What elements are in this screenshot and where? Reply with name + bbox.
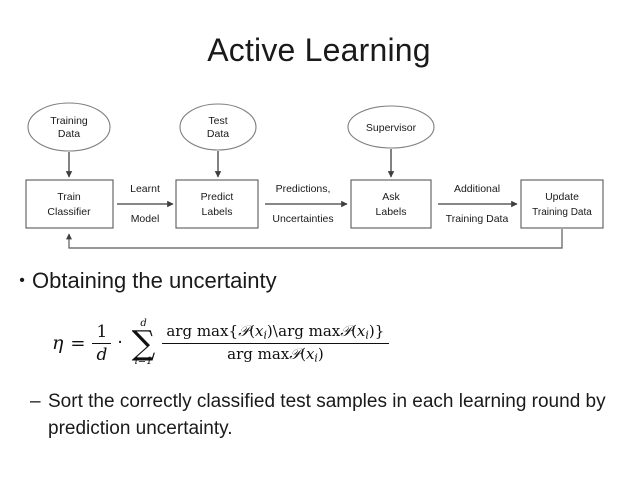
formula-summation: d ∑ i=1 [131,317,156,368]
formula-denominator: arg max𝒫(xi) [223,344,328,365]
formula-close-paren-1: ) [266,321,273,340]
formula-eta: η [52,332,64,354]
edge-label-additional-training: Training Data [446,213,509,225]
test-data-label-2: Data [207,128,229,140]
supervisor-label: Supervisor [366,122,417,134]
uncertainty-formula: η = 1 d · d ∑ i=1 arg max{𝒫(xi)\arg max𝒫… [52,312,389,374]
edge-feedback-loop [66,229,563,249]
formula-fraction-bar-main [162,342,389,344]
formula-close-paren-2: ) [368,321,375,340]
sub-bullet-text: Sort the correctly classified test sampl… [48,391,606,439]
bullet-text: Obtaining the uncertainty [32,268,277,293]
train-classifier-label-1: Train [57,191,81,203]
formula-equals: = [70,332,86,354]
ask-labels-label-2: Labels [376,206,407,218]
node-train-classifier: Train Classifier [25,179,114,229]
formula-open-brace: { [228,321,239,340]
bullet-marker-icon: • [19,272,25,289]
formula-open-paren-3: ( [300,344,306,363]
node-test-data: Test Data [179,103,257,151]
bullet-obtaining-uncertainty: • Obtaining the uncertainty [12,266,612,296]
training-data-label-1: Training [50,115,88,127]
formula-argmax-3: arg max [227,344,290,363]
formula-setminus: \ [272,321,279,340]
formula-numerator: arg max{𝒫(xi)\arg max𝒫(xi)} [162,322,388,343]
formula-sum-upper: d [140,317,147,329]
update-training-data-label-1: Update [545,191,579,203]
formula-sub-1: i [263,328,267,342]
train-classifier-label-2: Classifier [47,206,91,218]
training-data-label-2: Data [58,128,80,140]
ask-labels-label-1: Ask [382,191,400,203]
formula-x-2: x [356,321,366,340]
formula-open-paren-1: ( [249,321,255,340]
formula-main-fraction: arg max{𝒫(xi)\arg max𝒫(xi)} arg max𝒫(xi) [162,322,389,365]
node-training-data: Training Data [27,102,111,152]
edge-label-model: Model [131,213,160,225]
formula-close-brace: } [374,321,385,340]
formula-prob-1: 𝒫 [238,321,250,340]
formula-argmax-1: arg max [166,321,229,340]
formula-sum-lower: i=1 [134,356,153,368]
page-title: Active Learning [207,32,431,68]
edge-label-additional: Additional [454,183,500,195]
node-ask-labels: Ask Labels [350,179,432,229]
formula-prob-3: 𝒫 [289,344,301,363]
formula-one-over-d: 1 d [92,321,112,365]
formula-prob-2: 𝒫 [340,321,352,340]
node-update-training-data: Update Training Data [520,179,604,229]
formula-x-3: x [305,344,315,363]
predict-labels-label-2: Labels [202,206,233,218]
node-supervisor: Supervisor [347,105,435,149]
active-learning-flowchart: Training Data Test Data Supervisor Train… [0,88,638,258]
sub-bullet-marker-icon: – [30,391,41,412]
formula-fraction-bar-small [92,342,112,344]
formula-x-1: x [254,321,264,340]
formula-close-paren-3: ) [317,344,324,363]
formula-open-paren-2: ( [351,321,357,340]
formula-cdot: · [117,333,123,353]
formula-d: d [96,344,108,365]
edge-label-uncertainties: Uncertainties [272,213,333,225]
edge-label-learnt: Learnt [130,183,160,195]
test-data-label-1: Test [208,115,227,127]
sub-bullet-sort-samples: – Sort the correctly classified test sam… [30,388,630,442]
formula-sub-3: i [314,351,318,365]
formula-sub-2: i [365,328,369,342]
formula-argmax-2: arg max [278,321,341,340]
node-predict-labels: Predict Labels [175,179,259,229]
formula-one: 1 [96,321,108,342]
update-training-data-label-2: Training Data [532,207,592,218]
formula-sum-symbol: ∑ [131,322,156,362]
edge-label-predictions: Predictions, [276,183,331,195]
predict-labels-label-1: Predict [201,191,234,203]
